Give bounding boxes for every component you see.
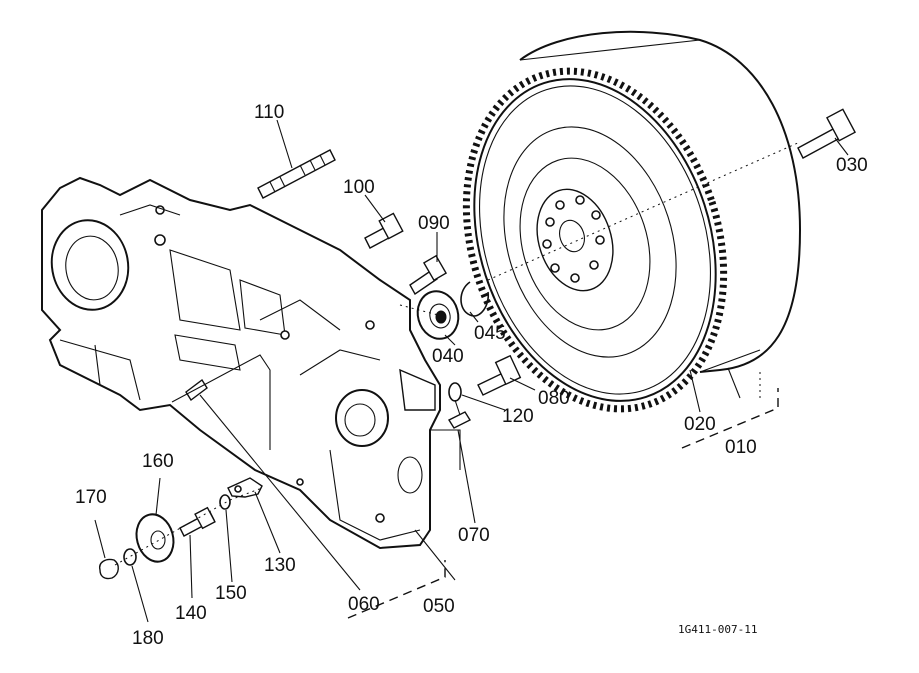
bolt-080	[477, 354, 522, 396]
label-010: 010	[725, 437, 757, 458]
flywheel-housing	[41, 176, 441, 550]
label-100: 100	[343, 177, 375, 198]
figure-code: 1G411-007-11	[678, 623, 757, 636]
ring-120	[448, 382, 462, 402]
label-070: 070	[458, 525, 490, 546]
cap-170	[99, 558, 119, 580]
label-150: 150	[215, 583, 247, 604]
label-020: 020	[684, 414, 716, 435]
label-140: 140	[175, 603, 207, 624]
label-030: 030	[836, 155, 868, 176]
label-045: 045	[474, 323, 506, 344]
fitting-100	[364, 212, 404, 249]
bearing-040	[416, 290, 460, 340]
plate-160	[135, 513, 175, 563]
label-170: 170	[75, 487, 107, 508]
flywheel	[462, 30, 802, 413]
label-060: 060	[348, 594, 380, 615]
stud-110	[257, 149, 336, 199]
label-120: 120	[502, 406, 534, 427]
label-110: 110	[254, 102, 284, 123]
part-labels: 110 100 090 045 040 030 080 120 020 010 …	[75, 102, 868, 649]
label-090: 090	[418, 213, 450, 234]
pin-140	[179, 506, 216, 537]
label-040: 040	[432, 346, 464, 367]
label-130: 130	[264, 555, 296, 576]
leader-lines	[94, 119, 849, 623]
bolt-030	[797, 108, 856, 159]
label-180: 180	[132, 628, 164, 649]
group-brackets	[347, 370, 779, 619]
bracket-130	[227, 477, 263, 498]
label-080: 080	[538, 388, 570, 409]
bolt-090	[409, 254, 448, 296]
label-050: 050	[423, 596, 455, 617]
pin-060	[185, 378, 208, 402]
snap-ring-045	[460, 281, 490, 317]
washer-150	[219, 494, 231, 510]
assembly-lines	[114, 141, 801, 566]
washer-180	[123, 548, 137, 566]
label-160: 160	[142, 451, 174, 472]
